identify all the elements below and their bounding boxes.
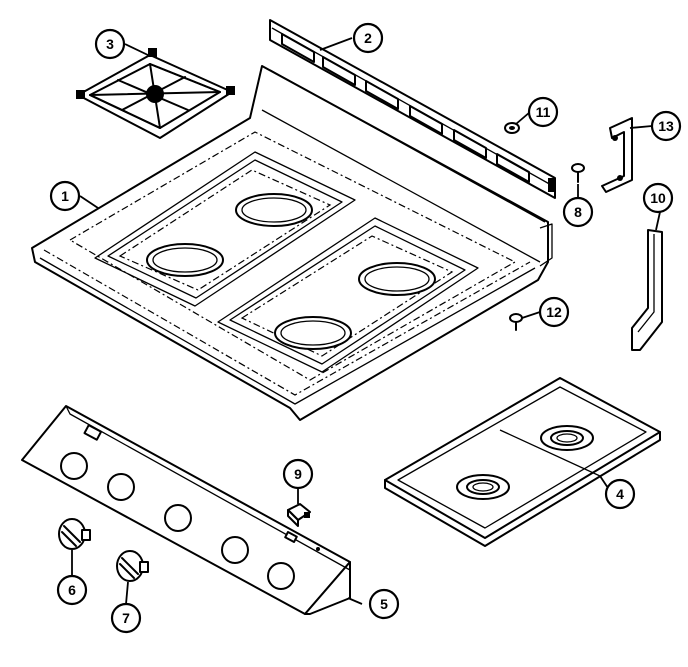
callout-9: 9 <box>282 458 314 490</box>
callout-1: 1 <box>49 180 81 212</box>
callouts: 3 2 1 11 8 13 10 12 <box>49 22 682 634</box>
callout-4: 4 <box>604 478 636 510</box>
part-11-grommet <box>504 122 520 134</box>
svg-text:5: 5 <box>380 596 388 612</box>
svg-text:8: 8 <box>574 204 582 220</box>
callout-2: 2 <box>352 22 384 54</box>
callout-7: 7 <box>110 602 142 634</box>
svg-text:10: 10 <box>650 190 666 206</box>
part-13-bracket <box>601 117 633 193</box>
svg-text:1: 1 <box>61 188 69 204</box>
part-12-screw <box>509 313 523 331</box>
svg-text:9: 9 <box>294 466 302 482</box>
part-4-burner-tray <box>384 377 661 547</box>
callout-10: 10 <box>642 182 674 214</box>
callout-3: 3 <box>94 28 126 60</box>
callout-5: 5 <box>368 588 400 620</box>
svg-text:3: 3 <box>106 36 114 52</box>
svg-text:6: 6 <box>68 582 76 598</box>
part-10-side-trim <box>631 229 663 351</box>
callout-11: 11 <box>527 96 559 128</box>
part-main-cooktop <box>31 65 553 421</box>
leader-lines <box>71 37 661 605</box>
part-burner-grate <box>76 48 235 139</box>
part-7-knob <box>116 550 149 582</box>
svg-text:4: 4 <box>616 486 624 502</box>
svg-text:7: 7 <box>122 610 130 626</box>
callout-13: 13 <box>650 110 682 142</box>
svg-text:11: 11 <box>536 104 551 120</box>
part-6-knob <box>58 518 91 550</box>
part-rear-vent-trim <box>269 19 556 199</box>
part-9-switch <box>287 503 311 527</box>
svg-text:12: 12 <box>546 304 562 320</box>
callout-6: 6 <box>56 574 88 606</box>
svg-text:2: 2 <box>364 30 372 46</box>
callout-8: 8 <box>562 196 594 228</box>
vent-slots <box>281 33 530 183</box>
callout-12: 12 <box>538 296 570 328</box>
part-8-screw <box>571 163 585 183</box>
svg-text:13: 13 <box>658 118 674 134</box>
